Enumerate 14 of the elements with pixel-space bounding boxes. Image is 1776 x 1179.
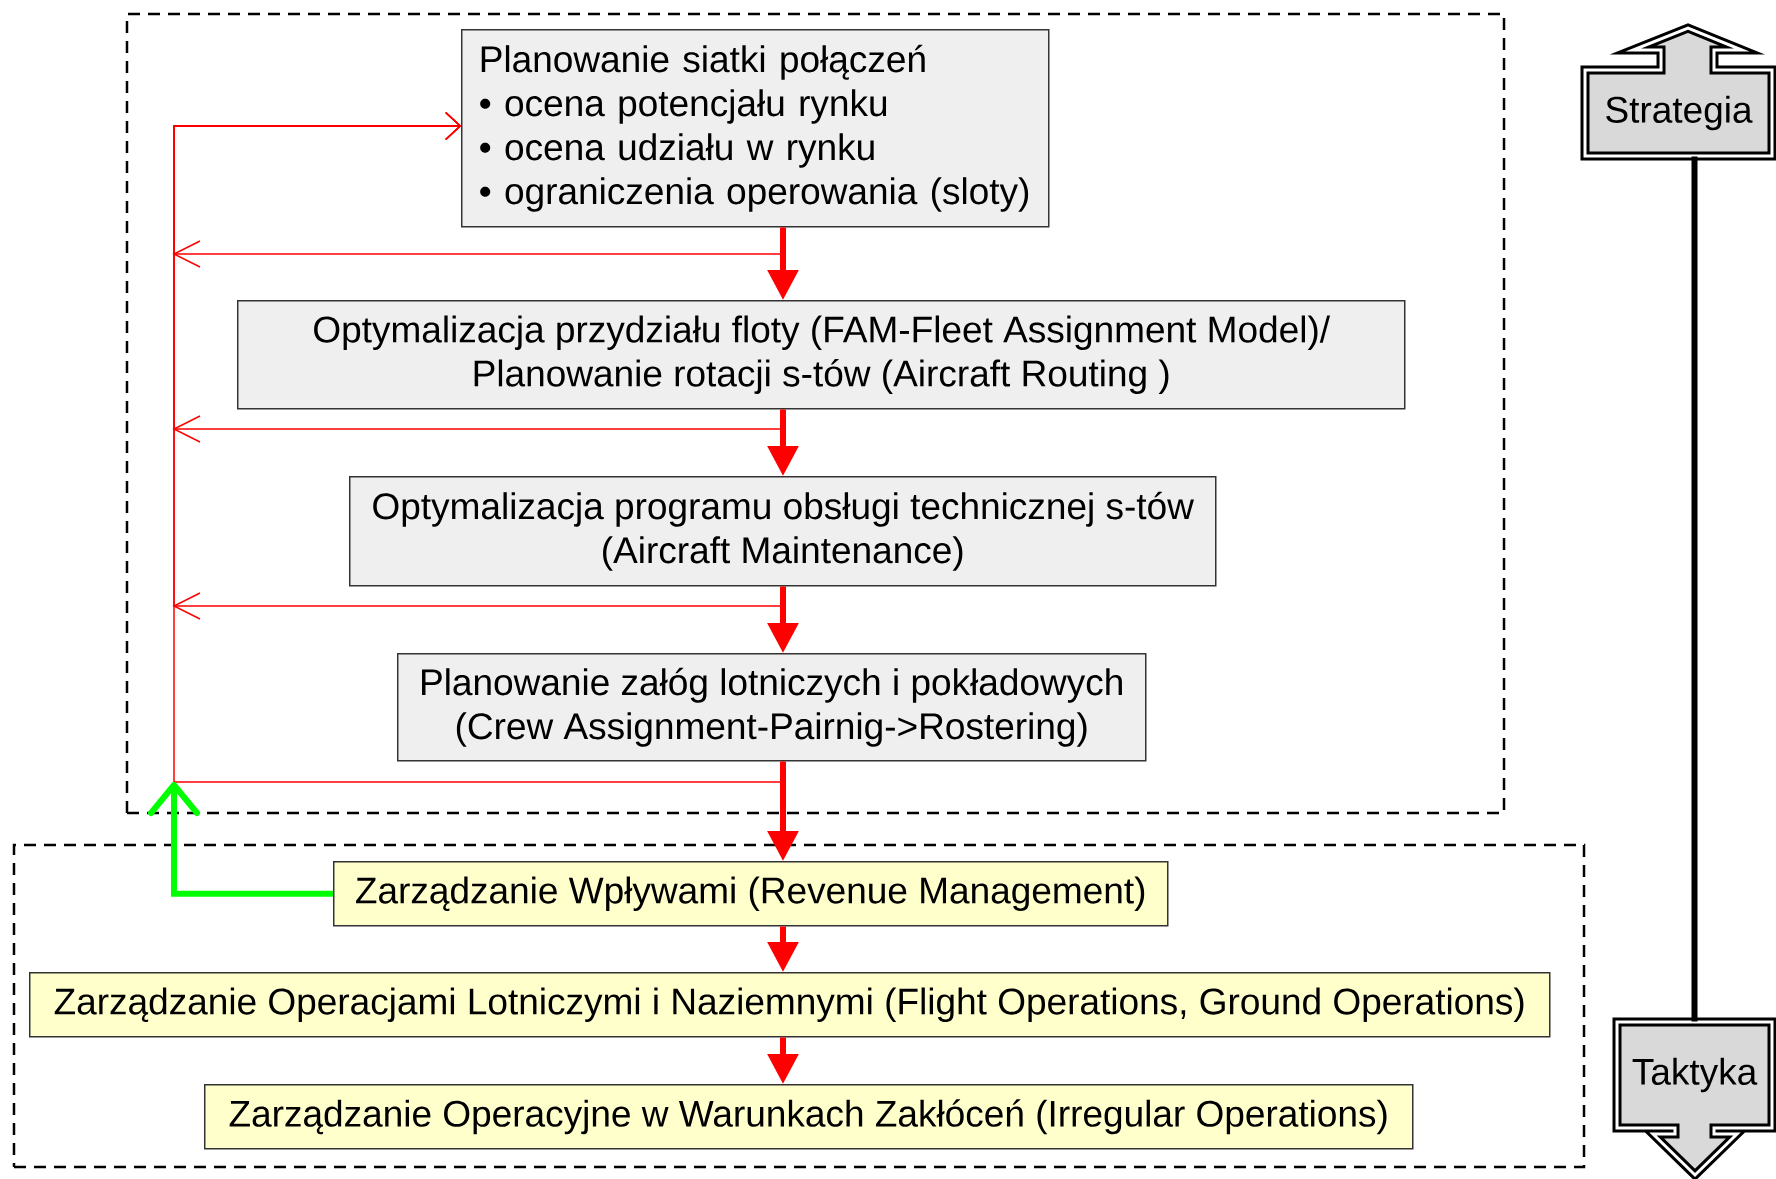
group-frame bbox=[12, 843, 1586, 1169]
process-box: Planowanie siatki połączeń • ocena potencjału rynku • ocena udziału w rynku • ograniczenia operowania (sloty) bbox=[461, 29, 1050, 228]
process-box: Zarządzanie Operacjami Lotniczymi i Naziemnymi (Flight Operations, Ground Operations) bbox=[29, 972, 1551, 1038]
level-arrow-box: Taktyka bbox=[1612, 1017, 1776, 1179]
process-box: Zarządzanie Wpływami (Revenue Management) bbox=[333, 861, 1169, 927]
process-box: Optymalizacja przydziału floty (FAM-Fleet Assignment Model)/ Planowanie rotacji s-tów (Aircraft Routing ) bbox=[237, 300, 1406, 410]
group-frame bbox=[125, 12, 1506, 815]
process-box: Optymalizacja programu obsługi technicznej s-tów (Aircraft Maintenance) bbox=[349, 476, 1217, 587]
feedback-arrow bbox=[148, 782, 333, 897]
level-arrow-box: Strategia bbox=[1580, 23, 1776, 161]
process-box: Zarządzanie Operacyjne w Warunkach Zakłóceń (Irregular Operations) bbox=[204, 1084, 1414, 1150]
process-box: Planowanie załóg lotniczych i pokładowych (Crew Assignment-Pairnig->Rostering) bbox=[397, 653, 1147, 762]
feedback-arrow bbox=[173, 112, 784, 783]
connector-line bbox=[1691, 156, 1698, 1022]
